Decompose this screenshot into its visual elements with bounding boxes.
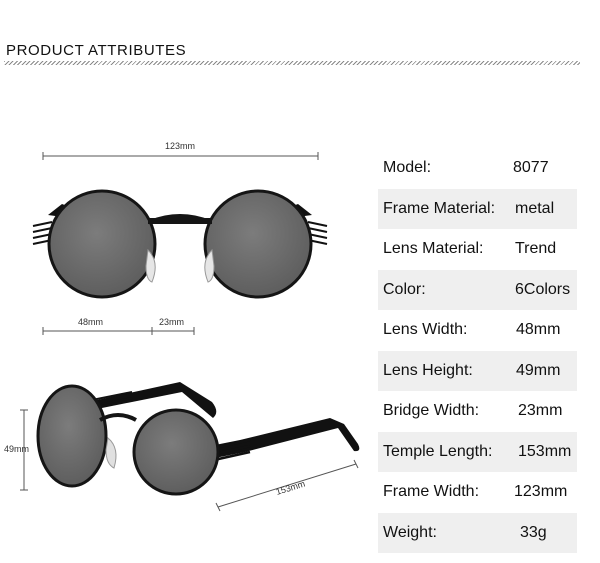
attribute-label: Lens Width: [383,321,468,339]
attribute-label: Model: [383,159,432,177]
attribute-value: 48mm [516,321,561,339]
attribute-label: Bridge Width: [383,402,480,420]
attribute-row: Temple Length: 153mm [378,431,577,472]
attribute-row: Frame Material: metal [378,188,577,229]
attribute-row: Lens Height: 49mm [378,350,577,391]
attribute-label: Weight: [383,523,437,541]
front-view: 123mm 48mm 23mm [32,141,328,335]
side-nose-pad [105,437,117,469]
left-lens [47,189,157,299]
near-temple-arm [200,418,360,460]
attribute-value: 153mm [518,442,572,460]
total-width-label: 123mm [165,141,195,151]
temple-length-dimension: 153mm [215,459,359,512]
side-bridge [99,413,137,422]
attribute-label: Lens Material: [383,240,484,258]
attribute-value: 49mm [516,361,561,379]
temple-length-label: 153mm [275,479,307,497]
attribute-row: Lens Material: Trend [378,229,577,270]
attribute-value: Trend [515,240,557,258]
section-title: PRODUCT ATTRIBUTES [6,42,187,59]
lens-height-dimension: 49mm [4,409,29,491]
lens-width-label: 48mm [78,317,103,327]
attribute-value: 8077 [513,159,549,177]
attribute-label: Frame Material: [383,199,496,217]
attribute-value: 33g [520,523,547,541]
lens-height-label: 49mm [4,444,29,454]
right-lens [203,189,313,299]
attribute-label: Color: [383,280,426,298]
attribute-label: Temple Length: [383,442,493,460]
attribute-row: Weight: 33g [378,512,577,553]
side-view: 49mm 153mm [4,382,360,512]
title-divider [4,61,580,65]
attribute-row: Lens Width: 48mm [378,310,577,351]
side-left-lens [36,384,108,488]
attribute-value: 23mm [518,402,563,420]
bridge-width-dimension: 23mm [152,317,195,335]
side-right-lens [132,408,220,496]
attribute-value: 123mm [514,483,568,501]
attribute-value: metal [515,199,555,217]
far-temple-arm [88,382,217,418]
left-nose-pad [145,248,156,283]
bridge-bar [148,218,212,224]
attribute-label: Lens Height: [383,361,473,379]
bridge-width-label: 23mm [159,317,184,327]
attribute-row: Bridge Width: 23mm [378,391,577,432]
attribute-row: Model: 8077 [378,148,577,189]
attribute-label: Frame Width: [383,483,480,501]
attribute-row: Frame Width: 123mm [378,472,577,513]
attribute-value: 6Colors [515,280,571,298]
attribute-row: Color: 6Colors [378,269,577,310]
total-width-dimension: 123mm [42,141,319,160]
lens-width-dimension: 48mm [42,317,153,335]
right-nose-pad [204,248,215,283]
